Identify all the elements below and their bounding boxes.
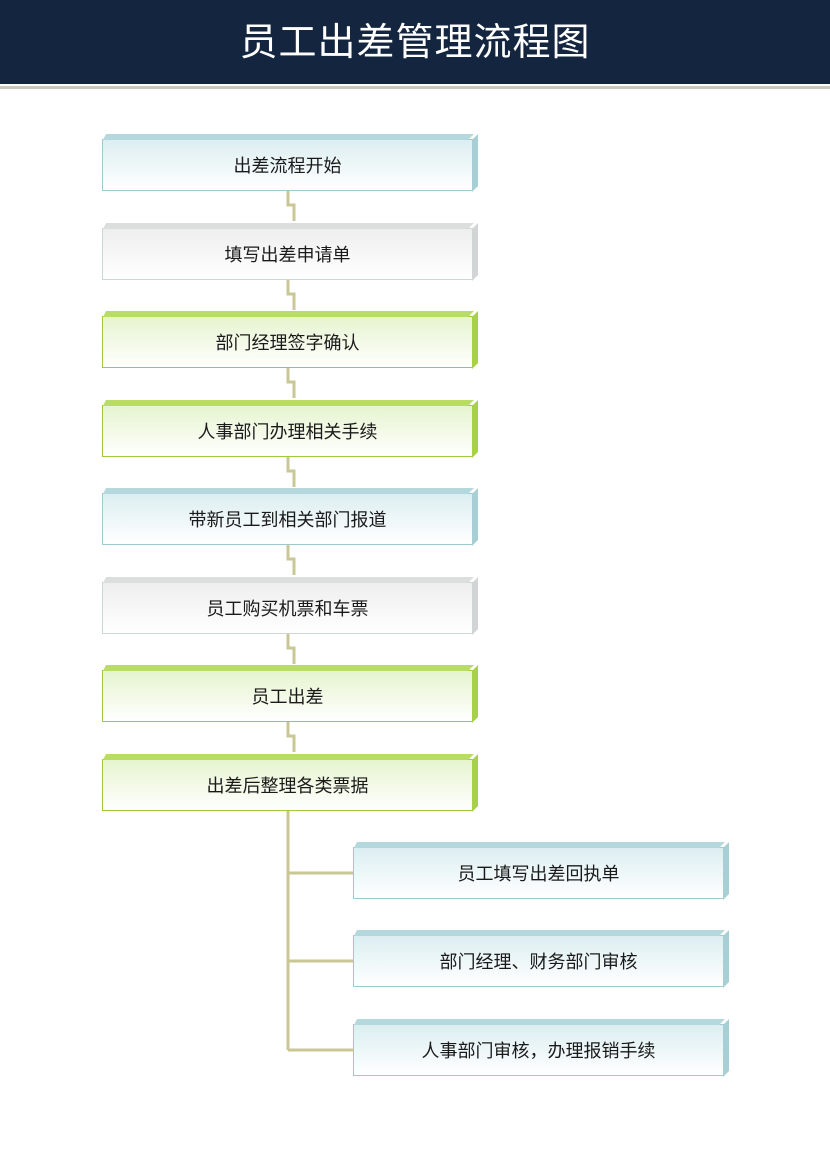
step-label-5: 带新员工到相关部门报道 [188,510,387,531]
step-label-4: 人事部门办理相关手续 [197,422,378,443]
connector-3-4 [286,368,296,398]
step-box-1: 出差流程开始 [102,134,478,192]
step-box-4: 人事部门办理相关手续 [102,400,478,458]
page-title: 员工出差管理流程图 [239,20,591,64]
step-box-3: 部门经理签字确认 [102,311,478,369]
sub-step-box-3: 人事部门审核，办理报销手续 [353,1019,729,1077]
step-box-8: 出差后整理各类票据 [102,754,478,812]
step-box-2: 填写出差申请单 [102,223,478,281]
sub-step-label-2: 部门经理、财务部门审核 [439,952,638,973]
connector-6-7 [286,634,296,664]
step-box-5: 带新员工到相关部门报道 [102,488,478,546]
sub-step-box-1: 员工填写出差回执单 [353,842,729,900]
connector-1-2 [286,191,296,221]
sub-step-box-2: 部门经理、财务部门审核 [353,930,729,988]
step-label-1: 出差流程开始 [233,156,342,177]
sub-step-label-3: 人事部门审核，办理报销手续 [421,1041,656,1062]
step-label-6: 员工购买机票和车票 [206,599,369,620]
step-label-3: 部门经理签字确认 [215,333,360,354]
step-label-8: 出差后整理各类票据 [206,776,369,797]
connector-2-3 [286,280,296,310]
connector-7-8 [286,722,296,752]
step-box-6: 员工购买机票和车票 [102,577,478,635]
step-label-2: 填写出差申请单 [224,245,351,266]
header-bar [0,0,830,84]
step-box-7: 员工出差 [102,665,478,723]
step-label-7: 员工出差 [251,687,324,708]
sub-step-label-1: 员工填写出差回执单 [457,864,620,885]
connector-4-5 [286,457,296,487]
header-divider [0,86,830,89]
connector-5-6 [286,545,296,575]
